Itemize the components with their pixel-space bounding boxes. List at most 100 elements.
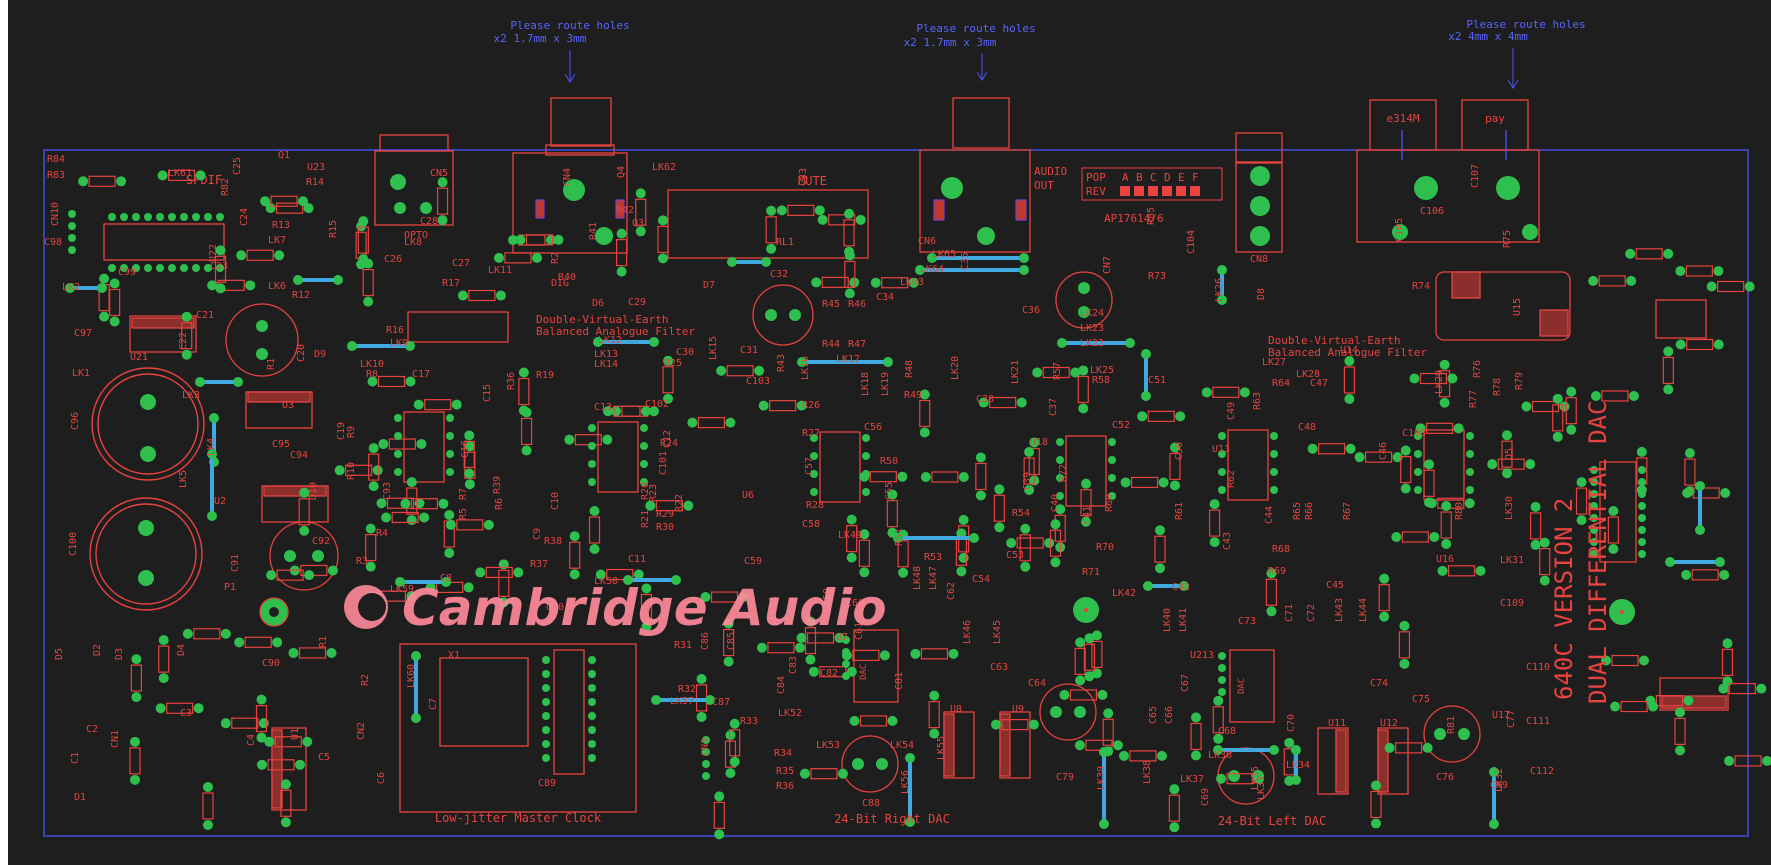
designator-label: CN4 <box>562 168 573 186</box>
ic-pin <box>542 726 550 734</box>
designator-label: C70 <box>1286 714 1297 732</box>
designator-label: C52 <box>1112 420 1130 431</box>
designator-label: U2 <box>214 496 226 507</box>
ic-pin <box>588 698 596 706</box>
solder-pad <box>406 515 417 526</box>
solder-pad <box>463 582 474 593</box>
designator-label: C43 <box>1222 532 1233 550</box>
designator-label: D9 <box>314 349 326 360</box>
solder-pad <box>266 570 277 581</box>
link-pad <box>905 817 915 827</box>
board-outline <box>43 149 1749 837</box>
solder-pad <box>1675 339 1686 350</box>
designator-label: RL1 <box>776 237 794 248</box>
designator-label: C110 <box>1526 662 1550 673</box>
designator-label: LK3 <box>182 390 200 401</box>
solder-pad <box>929 690 940 701</box>
designator-label: C109 <box>1500 598 1524 609</box>
solder-pad <box>756 642 767 653</box>
opto-label: OPTO <box>404 230 428 241</box>
ic-pin <box>1270 486 1278 494</box>
resistor-body <box>436 187 449 215</box>
solder-pad <box>641 583 652 594</box>
ic-pin <box>588 424 596 432</box>
designator-label: D1 <box>74 792 86 803</box>
resistor-body <box>897 540 909 568</box>
designator-label: R83 <box>47 170 65 181</box>
designator-label: R24 <box>660 438 678 449</box>
ic-u19 <box>1065 435 1107 507</box>
solder-pad <box>1084 633 1095 644</box>
designator-label: R77 <box>1468 390 1479 408</box>
solder-pad <box>1120 477 1131 488</box>
solder-pad <box>908 277 919 288</box>
ic-u16 <box>1599 461 1637 563</box>
resistor-body <box>88 175 116 187</box>
solder-pad <box>657 253 668 264</box>
resistor-body <box>821 276 849 289</box>
designator-label: LK59 <box>390 584 414 595</box>
connector-pad <box>1496 176 1520 200</box>
solder-pad <box>978 397 989 408</box>
solder-pad <box>475 567 486 578</box>
designator-label: R2 <box>550 252 561 264</box>
dac-title-line-2: DUAL DIFFERENTIAL DAC <box>1584 401 1612 704</box>
ic-pin <box>120 264 128 272</box>
link-pad <box>97 283 107 293</box>
solder-pad <box>589 506 600 517</box>
designator-label: LK21 <box>1010 360 1021 384</box>
resistor-body <box>410 498 439 510</box>
designator-label: LK38 <box>1142 760 1153 784</box>
designator-label: C90 <box>262 658 280 669</box>
solder-pad <box>400 498 411 509</box>
designator-label: C111 <box>1526 716 1550 727</box>
resistor-body <box>270 195 298 207</box>
solder-pad <box>687 417 698 428</box>
solder-pad <box>1344 394 1355 405</box>
cap-c96 <box>91 367 205 481</box>
link-pad <box>893 533 903 543</box>
designator-label: C97 <box>74 328 92 339</box>
resistor-body <box>166 702 194 714</box>
solder-pad <box>738 592 749 603</box>
solder-pad <box>716 365 727 376</box>
solder-pad <box>545 235 556 246</box>
designator-label: C89 <box>538 778 556 789</box>
link-pad <box>405 341 415 351</box>
solder-pad <box>381 512 392 523</box>
solder-pad <box>1720 488 1731 499</box>
ic-pin <box>204 264 212 272</box>
solder-pad <box>641 621 652 632</box>
solder-pad <box>1391 532 1402 543</box>
ic-pin <box>1270 468 1278 476</box>
solder-pad <box>1384 742 1395 753</box>
resistor-body <box>723 628 735 657</box>
designator-label: LK49 <box>838 530 862 541</box>
designator-label: R36 <box>506 372 517 390</box>
designator-label: LK34 <box>1286 760 1310 771</box>
designator-label: C19 <box>336 422 347 440</box>
designator-label: C81 <box>894 672 905 690</box>
designator-label: C48 <box>1298 422 1316 433</box>
designator-label: R67 <box>1342 502 1353 520</box>
resistor-body <box>1501 440 1513 468</box>
designator-label: LK65 <box>932 249 956 260</box>
solder-pad <box>1345 443 1356 454</box>
designator-label: LK44 <box>1358 598 1369 622</box>
ic-pin <box>446 414 454 422</box>
filter-left-line: Balanced Analogue Filter <box>536 325 695 338</box>
designator-label: C9 <box>532 528 543 540</box>
solder-pad <box>958 552 969 563</box>
resistor-body <box>1685 265 1713 277</box>
link-pad <box>441 577 451 587</box>
solder-pad <box>663 355 674 366</box>
connector-pad <box>1250 166 1270 186</box>
link-pad <box>1291 775 1301 785</box>
designator-label: U6 <box>742 490 754 501</box>
solder-pad <box>157 170 168 181</box>
solder-pad <box>1439 397 1450 408</box>
resistor-body <box>1734 755 1762 767</box>
solder-pad <box>1158 477 1169 488</box>
solder-pad <box>766 205 777 216</box>
link-pad <box>1291 745 1301 755</box>
